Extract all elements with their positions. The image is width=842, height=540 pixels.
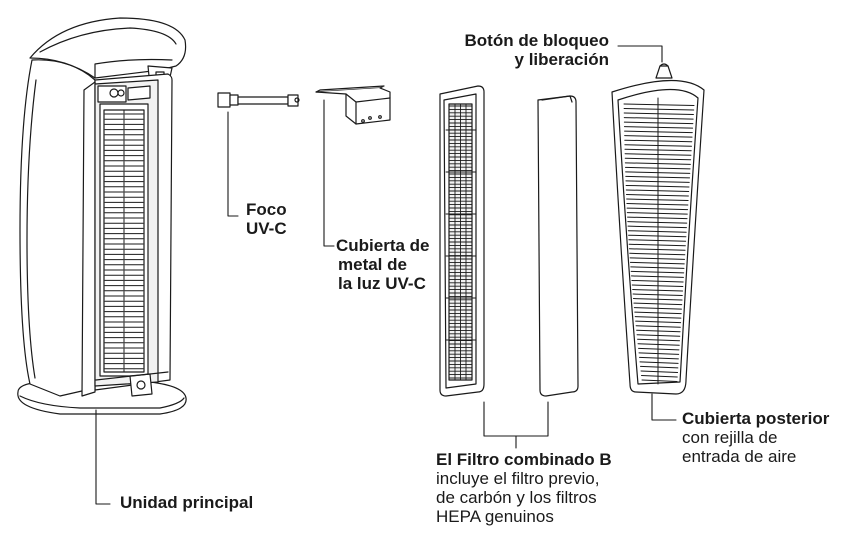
- back-cover-label-title: Cubierta posterior: [682, 409, 830, 428]
- main-unit-illustration: [17, 17, 187, 415]
- back-cover-label-desc-1: con rejilla de: [682, 428, 778, 447]
- cover-slat: [623, 103, 695, 106]
- combo-filter-illustration: [439, 85, 579, 397]
- filter-label: El Filtro combinado B incluye el filtro …: [436, 450, 612, 526]
- back-cover-label-desc-2: entrada de aire: [682, 447, 797, 466]
- cover-slat: [627, 221, 688, 224]
- cover-slat: [626, 198, 689, 202]
- cover-slat: [630, 270, 685, 274]
- uv-bulb-label-line-2: UV-C: [246, 219, 287, 238]
- filter-label-desc-2: de carbón y los filtros: [436, 488, 597, 507]
- uv-bulb-label: Foco UV-C: [246, 200, 287, 238]
- cover-slat: [639, 365, 679, 369]
- lock-button-label-line-1: Botón de bloqueo: [464, 31, 609, 50]
- cover-slat: [623, 121, 694, 125]
- cover-slat: [623, 117, 694, 120]
- cover-slat: [637, 338, 681, 342]
- cover-slat: [628, 239, 687, 242]
- cover-slat: [623, 126, 694, 129]
- filter-label-desc-1: incluye el filtro previo,: [436, 469, 600, 488]
- cover-slat: [627, 230, 687, 233]
- cover-slat: [628, 243, 686, 247]
- cover-slat: [627, 216, 688, 220]
- cover-slat: [638, 347, 680, 351]
- main-unit-label: Unidad principal: [120, 493, 253, 512]
- cover-slat: [626, 207, 689, 211]
- cover-slat: [628, 248, 686, 251]
- metal-cover-label-line-2: metal de: [338, 255, 407, 274]
- cover-slat: [629, 261, 685, 265]
- back-cover-label: Cubierta posterior con rejilla de entrad…: [682, 409, 829, 466]
- cover-slat: [625, 189, 690, 192]
- cover-slat: [638, 352, 680, 355]
- lock-button-label-line-2: y liberación: [514, 50, 609, 69]
- metal-cover-label-line-3: la luz UV-C: [338, 274, 426, 293]
- cover-slat: [641, 379, 678, 382]
- cover-slat: [639, 356, 679, 360]
- cover-slat: [640, 374, 678, 378]
- filter-label-desc-3: HEPA genuinos: [436, 507, 554, 526]
- cover-slat: [626, 203, 689, 206]
- cover-slat: [629, 257, 686, 260]
- cover-slat: [625, 193, 689, 197]
- lock-button-label: Botón de bloqueo y liberación: [465, 31, 609, 69]
- cover-slat: [627, 225, 687, 229]
- cover-slat: [629, 252, 686, 256]
- uv-bulb-illustration: [217, 92, 300, 108]
- cover-slat: [630, 266, 685, 269]
- cover-slat: [639, 361, 679, 364]
- back-cover-illustration: [611, 63, 705, 395]
- cover-slat: [637, 343, 680, 346]
- uv-metal-cover-illustration: [315, 85, 391, 125]
- uv-bulb-label-line-1: Foco: [246, 200, 287, 219]
- main-unit-label-text: Unidad principal: [120, 493, 254, 512]
- cover-slat: [623, 112, 694, 116]
- cover-slat: [631, 275, 684, 278]
- leader-lines: [95, 45, 677, 505]
- cover-slat: [626, 212, 688, 215]
- metal-cover-label-line-1: Cubierta de: [336, 236, 430, 255]
- metal-cover-label: Cubierta de metal de la luz UV-C: [336, 236, 430, 293]
- cover-slat: [640, 370, 679, 373]
- cover-slat: [623, 108, 695, 111]
- cover-slat: [628, 234, 687, 238]
- filter-label-title: El Filtro combinado B: [436, 450, 612, 469]
